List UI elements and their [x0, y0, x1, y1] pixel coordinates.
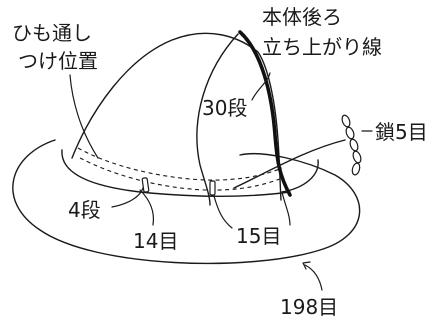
leader-15st-b — [281, 191, 291, 226]
crown-outline — [71, 32, 282, 201]
label-4rows: 4段 — [68, 198, 101, 222]
back-rising-line — [238, 30, 292, 197]
leader-198-arrow — [302, 261, 311, 270]
leader-back — [251, 72, 271, 101]
label-chain5: 鎖5目 — [375, 120, 428, 144]
label-198st: 198目 — [280, 295, 338, 319]
drawstring-line-bottom — [79, 157, 283, 191]
chain-stitch-icon — [341, 114, 362, 176]
crown-inner-line — [196, 33, 239, 206]
label-15st: 15目 — [236, 224, 281, 248]
label-himo-line1: ひも通し — [12, 21, 92, 45]
drawstring-line-top — [77, 147, 283, 181]
label-himo-line2: つけ位置 — [18, 49, 98, 73]
label-30rows: 30段 — [202, 96, 247, 120]
leader-himo — [69, 74, 99, 159]
leader-15st — [213, 195, 233, 229]
label-back-line2: 立ち上がり線 — [262, 35, 382, 59]
string-opening-left — [141, 177, 150, 193]
brim-outer-outline — [12, 139, 361, 265]
label-back-line1: 本体後ろ — [262, 5, 342, 29]
chain-strand — [233, 139, 346, 189]
brim-base-front — [61, 149, 291, 197]
leader-198st — [304, 264, 323, 291]
leader-4rows — [111, 187, 144, 208]
label-14st: 14目 — [133, 229, 178, 253]
string-opening-right — [209, 180, 216, 196]
leader-14st — [139, 189, 155, 226]
